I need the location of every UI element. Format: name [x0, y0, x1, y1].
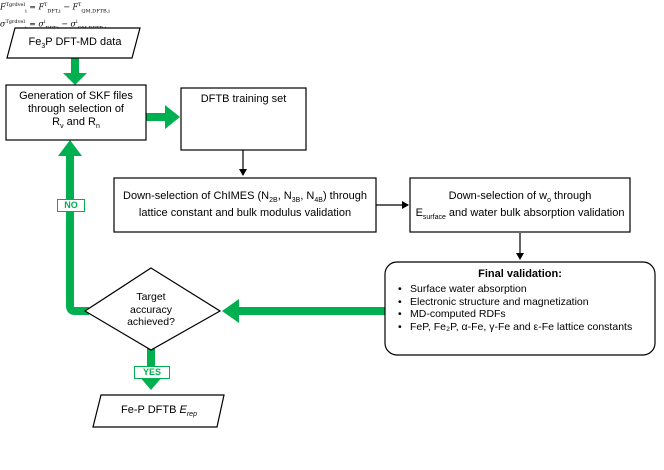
decision-line1: Target [136, 291, 166, 303]
output-parallelogram [92, 394, 225, 428]
chimes-line1: Down-selection of ChIMES (N2B, N3B, N4B)… [123, 190, 367, 205]
green-arrow-decision-to-skf [58, 140, 89, 315]
decision-diamond [83, 267, 222, 351]
wo-line2: Esurface and water bulk absorption valid… [415, 207, 625, 222]
skf-generation-text: Generation of SKF files through selectio… [6, 90, 146, 133]
green-arrow-input-to-skf [63, 57, 87, 85]
training-eq-force: FTgrdveli = FTDFT,i − FTQM,DFTB,i [0, 2, 110, 15]
green-arrow-skf-to-training [146, 105, 180, 129]
edge-label-no: NO [57, 199, 85, 212]
training-set-title: DFTB training set [200, 93, 287, 105]
wo-selection-box [409, 177, 631, 233]
green-arrow-final-to-decision [222, 299, 385, 323]
final-validation-list: Surface water absorption Electronic stru… [396, 283, 632, 333]
input-data-prefix-sub: 3 [41, 43, 46, 51]
input-data-parallelogram [6, 27, 141, 59]
output-label: Fe-P DFTB Erep [121, 404, 197, 419]
final-item-water-absorption: Surface water absorption [398, 283, 632, 296]
chimes-line2: lattice constant and bulk modulus valida… [138, 207, 352, 220]
final-validation-title: Final validation: [478, 268, 562, 280]
skf-line2: through selection of [27, 103, 124, 115]
decision-line3: achieved? [127, 316, 175, 328]
decision-text: Target accuracy achieved? [111, 291, 191, 329]
wo-line1: Down-selection of wo through [448, 190, 592, 205]
input-data-label: Fe3P DFT-MD data [16, 36, 134, 53]
skf-line3: Rν and Rn [52, 116, 100, 131]
green-arrow-decision-to-output [139, 348, 163, 390]
chimes-selection-text: Down-selection of ChIMES (N2B, N3B, N4B)… [114, 190, 376, 220]
final-item-lattice-constants: FeP, Fe₂P, α-Fe, γ-Fe and ε-Fe lattice c… [398, 321, 632, 334]
final-item-rdfs: MD-computed RDFs [398, 308, 632, 321]
chimes-selection-box [113, 177, 377, 233]
skf-line1: Generation of SKF files [19, 90, 133, 102]
wo-selection-text: Down-selection of wo through Esurface an… [410, 190, 630, 224]
final-item-electronic-structure: Electronic structure and magnetization [398, 296, 632, 309]
decision-line2: accuracy [129, 303, 172, 316]
edge-label-yes: YES [134, 366, 170, 379]
training-set-box [180, 87, 307, 151]
input-data-text: P DFT-MD data [45, 36, 122, 48]
input-data-prefix: Fe [28, 36, 42, 48]
skf-generation-box [5, 84, 147, 141]
